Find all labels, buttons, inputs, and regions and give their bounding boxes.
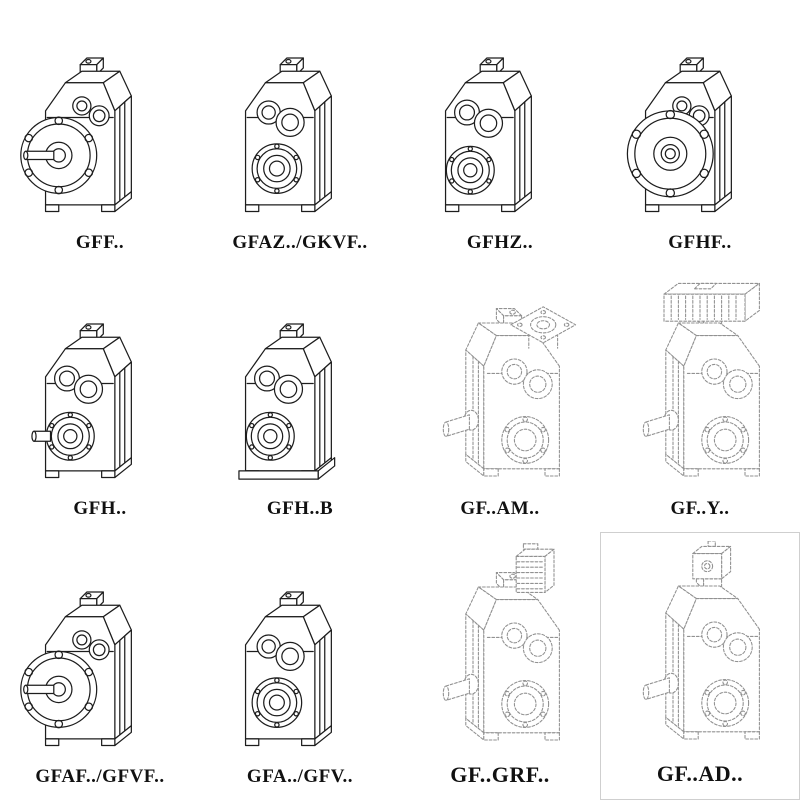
model-label-gfhb: GFH..B — [266, 498, 334, 519]
model-label-gfhf: GFHF.. — [668, 232, 732, 253]
gearbox-hollow-shaft-shrink-disc-icon — [412, 30, 588, 228]
gearbox-shaft-mounted-icon — [212, 564, 388, 762]
catalog-cell-gfy: GF..Y.. — [600, 266, 800, 532]
gearbox-flange-mounted-icon — [612, 30, 788, 228]
catalog-cell-gfh: GFH.. — [0, 266, 200, 532]
model-label-gfy: GF..Y.. — [670, 498, 730, 519]
catalog-cell-gfaf-gfvf: GFAF../GFVF.. — [0, 532, 200, 800]
model-label-gfam: GF..AM.. — [460, 498, 540, 519]
model-label-gfaf-gfvf: GFAF../GFVF.. — [35, 766, 165, 787]
model-label-gfa-gfv: GFA../GFV.. — [246, 766, 354, 787]
gearbox-servo-adapter-icon — [402, 542, 598, 758]
catalog-cell-gfhb: GFH..B — [200, 266, 400, 532]
gearbox-iec-adapter-icon — [402, 278, 598, 494]
model-label-gff: GFF.. — [75, 232, 125, 253]
catalog-cell-gfgrf: GF..GRF.. — [400, 532, 600, 800]
catalog-cell-gfhz: GFHZ.. — [400, 0, 600, 266]
gearbox-foot-mounted-icon — [12, 296, 188, 494]
model-label-gfaz-gkvf: GFAZ../GKVF.. — [232, 232, 368, 253]
catalog-cell-gfad: GF..AD.. — [600, 532, 800, 800]
catalog-cell-gfam: GF..AM.. — [400, 266, 600, 532]
catalog-cell-gfhf: GFHF.. — [600, 0, 800, 266]
gearmotor-with-motor-icon — [602, 278, 798, 494]
gearbox-output-flange-icon — [12, 30, 188, 228]
gearbox-hollow-shaft-icon — [212, 30, 388, 228]
catalog-cell-gfaz-gkvf: GFAZ../GKVF.. — [200, 0, 400, 266]
gearbox-foot-mounted-base-icon — [212, 296, 388, 494]
catalog-cell-gfa-gfv: GFA../GFV.. — [200, 532, 400, 800]
gearbox-flange-shaft-icon — [12, 564, 188, 762]
model-label-gfad: GF..AD.. — [656, 761, 744, 786]
gearbox-input-shaft-adapter-icon — [602, 541, 798, 757]
model-label-gfgrf: GF..GRF.. — [450, 762, 550, 787]
catalog-cell-gff: GFF.. — [0, 0, 200, 266]
model-label-gfh: GFH.. — [73, 498, 127, 519]
model-label-gfhz: GFHZ.. — [466, 232, 534, 253]
